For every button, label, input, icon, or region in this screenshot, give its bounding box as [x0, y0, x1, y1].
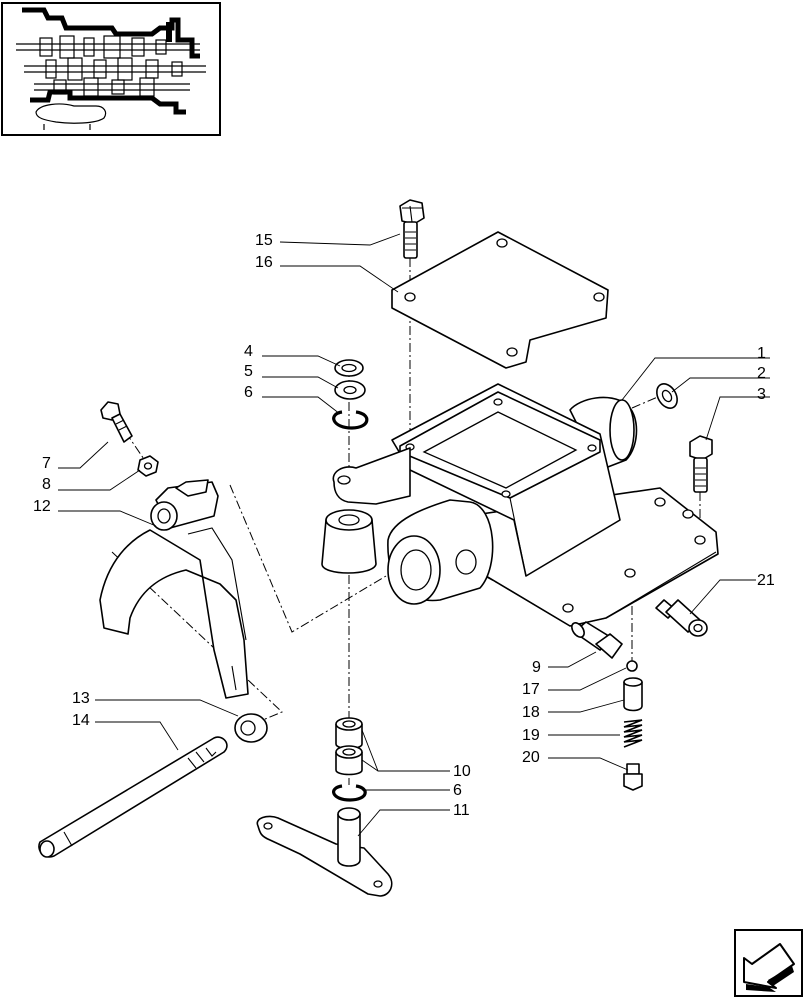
bolt-3[interactable]: [689, 435, 713, 493]
next-page-arrow-icon[interactable]: [734, 929, 803, 997]
fitting-9[interactable]: [569, 621, 623, 659]
retaining-ring-4[interactable]: [334, 359, 364, 377]
callout-11: 11: [453, 802, 470, 819]
plunger-18[interactable]: [623, 677, 643, 712]
callout-1: 1: [757, 345, 766, 362]
callout-2: 2: [757, 365, 766, 382]
bushing-10-upper[interactable]: [335, 717, 363, 750]
washer-2[interactable]: [653, 380, 682, 412]
callout-21: 21: [757, 572, 775, 589]
washer-5[interactable]: [334, 380, 366, 400]
callout-7: 7: [42, 455, 51, 472]
callout-16: 16: [255, 254, 273, 271]
callout-12: 12: [33, 498, 51, 515]
callout-6b: 6: [453, 782, 462, 799]
callout-17: 17: [522, 681, 540, 698]
callout-13: 13: [72, 690, 90, 707]
leader-lines: [58, 233, 770, 837]
selector-lever-11[interactable]: [256, 807, 393, 897]
callout-labels: 1 2 3 4 5 6 7 8 12 13 14 15 16 9 17 18 1…: [33, 232, 775, 819]
nut-8[interactable]: [137, 455, 159, 477]
callout-3: 3: [757, 386, 766, 403]
bolt-7[interactable]: [100, 401, 133, 443]
bolt-15[interactable]: [399, 199, 425, 259]
circlip-6-lower[interactable]: [332, 784, 367, 802]
callout-5: 5: [244, 363, 253, 380]
housing-bush: [321, 509, 377, 574]
selector-rod-14[interactable]: [38, 736, 228, 858]
callout-14: 14: [72, 712, 90, 729]
switch-21[interactable]: [655, 599, 708, 637]
circlip-6-upper[interactable]: [332, 410, 369, 430]
seal-13[interactable]: [234, 713, 268, 743]
bushing-10-lower[interactable]: [335, 745, 363, 776]
plug-20[interactable]: [623, 763, 643, 791]
callout-6a: 6: [244, 384, 253, 401]
callout-19: 19: [522, 727, 540, 744]
cover-plate-16[interactable]: [391, 231, 609, 369]
callout-8: 8: [42, 476, 51, 493]
callout-18: 18: [522, 704, 540, 721]
callout-4: 4: [244, 343, 253, 360]
spring-19[interactable]: [623, 719, 643, 748]
callout-15: 15: [255, 232, 273, 249]
transmission-section-thumbnail[interactable]: [1, 2, 221, 136]
callout-20: 20: [522, 749, 540, 766]
shift-fork-12[interactable]: [99, 479, 249, 699]
callout-10: 10: [453, 763, 471, 780]
selector-housing-1[interactable]: [332, 383, 719, 627]
ball-17[interactable]: [626, 660, 638, 672]
assembly-centerlines: [111, 258, 701, 785]
callout-9: 9: [532, 659, 541, 676]
